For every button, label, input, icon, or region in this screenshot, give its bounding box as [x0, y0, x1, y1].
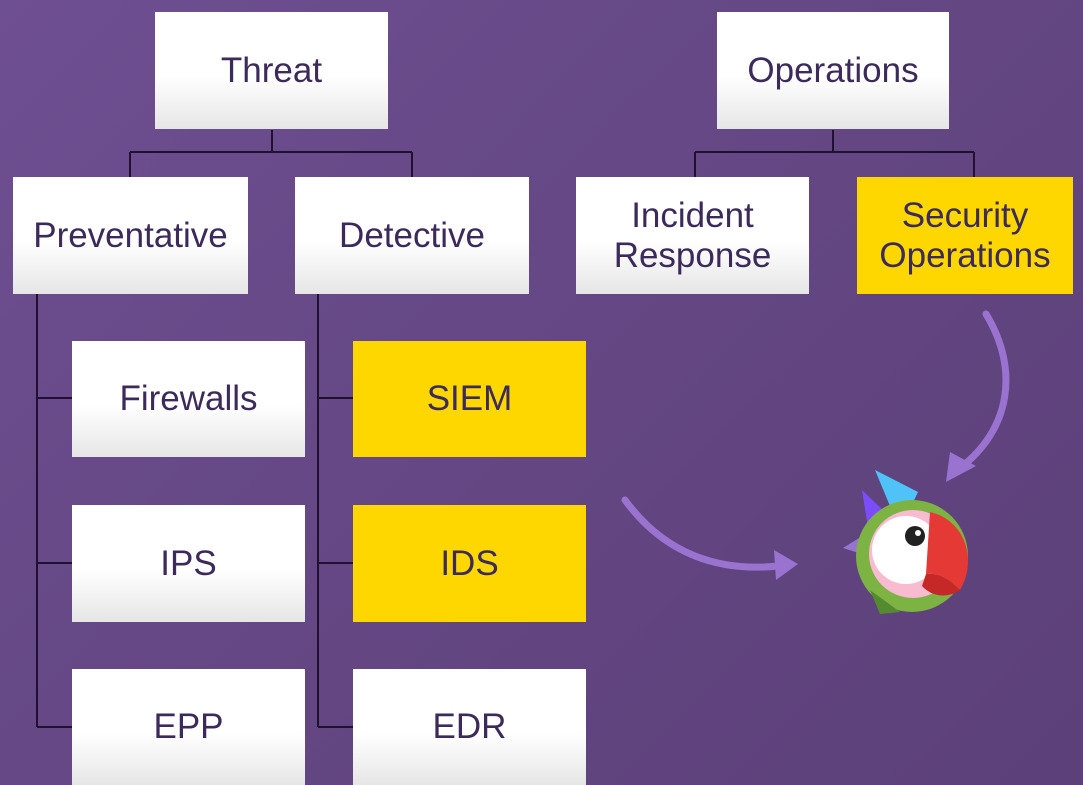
node-label: Firewalls: [119, 379, 258, 419]
node-firewalls: Firewalls: [72, 341, 305, 457]
node-preventative: Preventative: [13, 177, 248, 294]
node-label: Incident Response: [613, 195, 772, 275]
node-label: Detective: [339, 215, 485, 255]
node-edr: EDR: [353, 669, 586, 785]
node-label: IDS: [440, 543, 499, 583]
node-security-operations: Security Operations: [857, 177, 1073, 294]
node-label: SIEM: [426, 379, 513, 419]
node-ids: IDS: [353, 505, 586, 622]
node-label: Operations: [747, 50, 919, 90]
node-threat: Threat: [155, 12, 388, 129]
node-operations: Operations: [717, 12, 949, 129]
curved-arrow-icon: [946, 310, 1010, 482]
node-label: EDR: [432, 707, 507, 747]
node-label: Security Operations: [879, 195, 1051, 275]
node-label: Threat: [220, 50, 323, 90]
node-ips: IPS: [72, 505, 305, 622]
parrot-logo-icon: [843, 470, 969, 614]
node-siem: SIEM: [353, 341, 586, 457]
node-epp: EPP: [72, 669, 305, 785]
node-label: IPS: [160, 543, 217, 583]
node-detective: Detective: [295, 177, 529, 294]
curved-arrow-icon: [621, 496, 798, 580]
node-label: EPP: [153, 707, 224, 747]
node-label: Preventative: [33, 215, 228, 255]
node-incident-response: Incident Response: [576, 177, 809, 294]
